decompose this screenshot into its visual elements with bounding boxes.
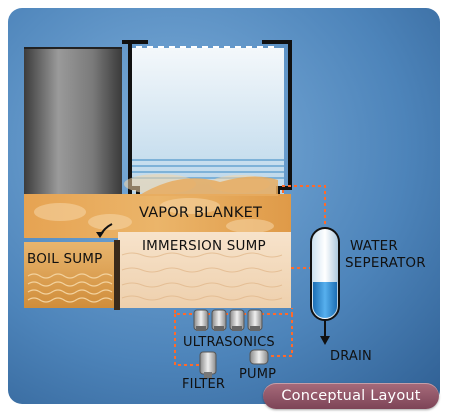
caption-text: Conceptual Layout: [281, 388, 421, 404]
immersion-sump-label: IMMERSION SUMP: [142, 238, 266, 254]
drain-label: DRAIN: [330, 349, 372, 364]
drain-arrow: [320, 320, 330, 345]
pump-icon: [249, 349, 269, 365]
filter-icon: [199, 351, 217, 378]
boil-sump-label: BOIL SUMP: [27, 251, 103, 267]
ultrasonics-label: ULTRASONICS: [183, 335, 275, 350]
water-separator-label-line2: SEPERATOR: [345, 255, 426, 271]
water-separator-label-line1: WATER: [350, 238, 398, 254]
vapor-blanket-label: VAPOR BLANKET: [139, 205, 263, 221]
part-basket-cylinder: [24, 48, 122, 194]
pump-label: PUMP: [239, 367, 277, 382]
filter-label: FILTER: [182, 377, 226, 392]
caption-badge: Conceptual Layout: [263, 383, 439, 409]
ultrasonic-transducers: [193, 309, 263, 331]
freeboard-zone: [130, 48, 284, 196]
water-separator: [310, 227, 340, 321]
